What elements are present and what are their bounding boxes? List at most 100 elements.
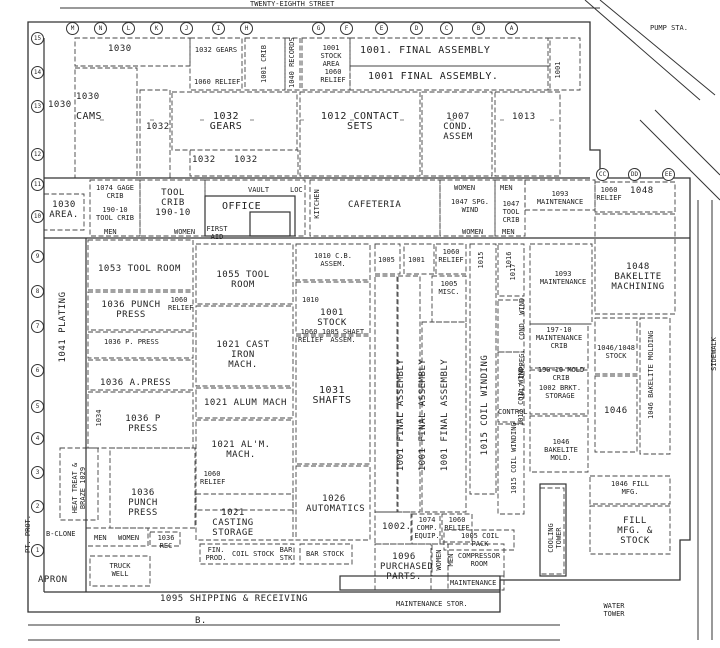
dept-1001-crib: 1001 CRIB bbox=[260, 45, 268, 83]
dept-bar-stk: BAR STK bbox=[279, 546, 293, 562]
dept-1031-shafts: 1031 SHAFTS bbox=[312, 385, 352, 406]
dept-control: CONTROL bbox=[498, 408, 528, 416]
water-tower-label: WATER TOWER bbox=[603, 602, 625, 618]
dept-heat-treat: HEAT TREAT & BRAZE 1029 bbox=[71, 462, 87, 514]
dept-1093-maintenance-2: 1093 MAINTENANCE bbox=[539, 270, 587, 286]
restroom-women-5: WOMEN bbox=[435, 549, 443, 571]
grid-column-marker: N bbox=[94, 22, 107, 35]
dept-final-assembly-2: 1001 FINAL ASSEMBLY. bbox=[368, 71, 499, 82]
dept-190-10-mold-crib: 190-10 MOLD CRIB bbox=[537, 366, 585, 382]
dept-cafeteria: CAFETERIA bbox=[348, 200, 402, 210]
dept-1046-bakelite-mold: 1046 BAKELITE MOLD. bbox=[544, 438, 578, 462]
dept-tool-crib-small: 190-10 TOOL CRIB bbox=[96, 206, 134, 222]
grid-row-marker: 6 bbox=[31, 364, 44, 377]
dept-1096-purchased-parts: 1096 PURCHASED PARTS. bbox=[380, 552, 434, 582]
dept-1046-1048-stock: 1046/1048 STOCK bbox=[597, 344, 635, 360]
dept-1060-relief-3: 1060 RELIEF bbox=[596, 186, 622, 202]
dept-1047-tool-crib: 1047 TOOL CRIB bbox=[502, 200, 520, 224]
dept-1001-stock: 1001 STOCK bbox=[317, 308, 347, 328]
grid-row-marker: 3 bbox=[31, 466, 44, 479]
grid-row-marker: 5 bbox=[31, 400, 44, 413]
dept-1036-p-press-2: 1036 P PRESS bbox=[125, 414, 161, 434]
dept-final-assembly-v2: 1001 FINAL ASSEMBLY bbox=[418, 358, 428, 472]
grid-column-marker: G bbox=[312, 22, 325, 35]
dept-1053-tool-room: 1053 TOOL ROOM bbox=[98, 264, 181, 274]
dept-coil-stock: COIL STOCK bbox=[232, 550, 275, 558]
dept-1021-casting-storage: 1021 CASTING STORAGE bbox=[212, 508, 254, 538]
dept-1060-relief-7: 1060 RELIEF bbox=[200, 470, 226, 486]
apron-label: APRON bbox=[38, 575, 68, 585]
dept-compressor-room: COMPRESSOR ROOM bbox=[457, 552, 501, 568]
restroom-men: MEN bbox=[104, 228, 117, 236]
grid-row-marker: 8 bbox=[31, 285, 44, 298]
dept-1032-c: 1032 bbox=[234, 155, 258, 165]
restroom-women: WOMEN bbox=[174, 228, 196, 236]
dept-cb-assem: 1010 C.B. ASSEM. bbox=[314, 252, 352, 268]
dept-1046-fill-mfg: 1046 FILL MFG. bbox=[611, 480, 649, 496]
grid-row-marker: 11 bbox=[31, 178, 44, 191]
dept-first-aid: FIRST AID bbox=[206, 225, 228, 241]
dept-kitchen: KITCHEN bbox=[313, 189, 321, 219]
dept-1005-coil-pack: 1005 COIL PACK bbox=[461, 532, 499, 548]
dept-1015-coil-winding-2: 1015 COIL WINDING bbox=[510, 422, 518, 494]
grid-column-marker: L bbox=[122, 22, 135, 35]
dept-1093-maintenance: 1093 MAINTENANCE bbox=[536, 190, 584, 206]
dept-1036-punch-press-2: 1036 PUNCH PRESS bbox=[128, 488, 158, 518]
grid-row-marker: 10 bbox=[31, 210, 44, 223]
grid-row-marker: 7 bbox=[31, 320, 44, 333]
grid-column-marker: H bbox=[240, 22, 253, 35]
street-label: TWENTY-EIGHTH STREET bbox=[250, 0, 335, 8]
dept-1046: 1046 bbox=[604, 406, 628, 416]
grid-column-marker: I bbox=[212, 22, 225, 35]
dept-1015: 1015 bbox=[477, 251, 485, 269]
grid-column-marker: J bbox=[180, 22, 193, 35]
dept-1032-b: 1032 bbox=[192, 155, 216, 165]
restroom-men-4: MEN bbox=[94, 534, 107, 542]
grid-column-marker: F bbox=[340, 22, 353, 35]
dept-1036-p-press: 1036 P. PRESS bbox=[104, 338, 159, 346]
dept-maintenance-crib: 197-10 MAINTENANCE CRIB bbox=[535, 326, 583, 350]
dept-1055-tool-room: 1055 TOOL ROOM bbox=[216, 270, 270, 290]
grid-column-marker: C bbox=[440, 22, 453, 35]
dept-1036-rec: 1036 REC bbox=[157, 534, 175, 550]
grid-column-marker: A bbox=[505, 22, 518, 35]
dept-1010: 1010 bbox=[302, 296, 319, 304]
dept-1060-relief-2: 1060 RELIEF bbox=[320, 68, 346, 84]
building-outer-wall bbox=[27, 21, 691, 613]
dept-1041-plating: 1041 PLATING bbox=[58, 291, 68, 363]
grid-column-marker: CC bbox=[596, 168, 609, 181]
dept-1060-relief: 1060 RELIEF bbox=[194, 78, 241, 86]
dept-1001-stock-area: 1001 STOCK AREA bbox=[320, 44, 342, 68]
grid-row-marker: 2 bbox=[31, 500, 44, 513]
dept-1040-records: 1040 RECORDS bbox=[288, 37, 296, 88]
grid-row-marker: 4 bbox=[31, 432, 44, 445]
pump-station-label: PUMP STA. bbox=[650, 24, 688, 32]
dept-tool-crib: TOOL CRIB 190-10 bbox=[155, 188, 191, 218]
dept-1005: 1005 bbox=[378, 256, 395, 264]
dept-1026-automatics: 1026 AUTOMATICS bbox=[306, 494, 366, 514]
restroom-men-2: MEN bbox=[500, 184, 513, 192]
grid-column-marker: K bbox=[150, 22, 163, 35]
dept-1021-alum-mach: 1021 ALUM MACH bbox=[204, 398, 287, 408]
dept-1030: 1030 bbox=[108, 44, 132, 54]
dept-final-assembly-v3: 1001 FINAL ASSEMBLY bbox=[440, 358, 450, 472]
dept-bakelite-machining: 1048 BAKELITE MACHINING bbox=[611, 262, 665, 292]
dept-shaft-assem: 1005 SHAFT ASSEM. bbox=[321, 328, 365, 344]
grid-column-marker: DD bbox=[628, 168, 641, 181]
dept-1015-coil-winding: 1015 COIL WINDING bbox=[480, 354, 490, 456]
dept-pt-prot: PT. PROT. bbox=[24, 515, 32, 553]
restroom-men-3: MEN bbox=[502, 228, 515, 236]
dept-1048: 1048 bbox=[630, 186, 654, 196]
dept-1030-area: 1030 AREA. bbox=[49, 200, 79, 220]
dept-1001: 1001 bbox=[408, 256, 425, 264]
dept-1036-a-press: 1036 A.PRESS bbox=[100, 378, 172, 388]
dept-1002: 1002. bbox=[382, 522, 412, 532]
dept-1060-relief-4: 1060 RELIEF bbox=[438, 248, 464, 264]
dept-1005-misc: 1005 MISC. bbox=[438, 280, 460, 296]
grid-column-marker: E bbox=[375, 22, 388, 35]
sidewalk-label: SIDEWALK bbox=[710, 337, 718, 371]
dept-cond-assem: 1007 COND. ASSEM bbox=[443, 112, 473, 142]
dept-1060-relief-6: 1060 RELIEF bbox=[298, 328, 324, 344]
dept-1095-shipping-receiving: 1095 SHIPPING & RECEIVING bbox=[160, 594, 308, 604]
